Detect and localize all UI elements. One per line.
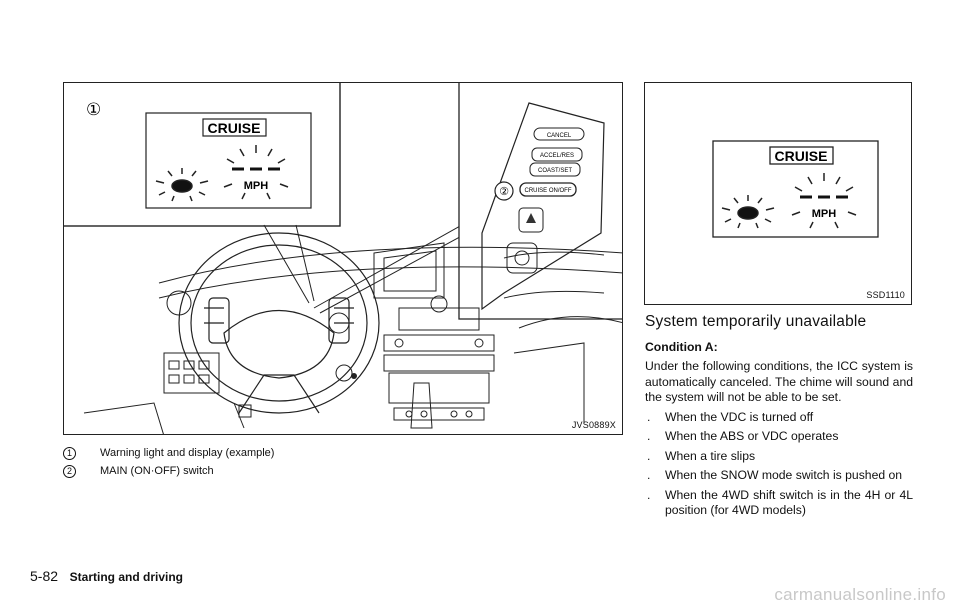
right-column-text: System temporarily unavailable Condition…: [645, 314, 913, 519]
legend-text: Warning light and display (example): [100, 447, 275, 459]
callout-2-label: ②: [499, 186, 509, 198]
cruise-car-icon: [155, 168, 209, 202]
dashboard-drawing: ① CRUISE: [64, 83, 622, 434]
figure-code-left: JVS0889X: [571, 420, 616, 430]
legend-item: 2 MAIN (ON·OFF) switch: [63, 462, 623, 480]
bullet-text: When a tire slips: [665, 448, 756, 463]
section-title: System temporarily unavailable: [645, 313, 867, 330]
button-icon: [514, 250, 530, 266]
legend-number: 2: [63, 464, 76, 478]
bullet-text: When the VDC is turned off: [665, 409, 814, 424]
lane-icon: [526, 213, 536, 223]
legend-number: 1: [63, 446, 76, 460]
condition-heading: Condition A:: [645, 339, 718, 354]
switch-main-label: CRUISE ON/OFF: [524, 188, 571, 194]
main-switch-shape: [519, 182, 577, 197]
cruise-display-drawing: CRUISE MPH: [712, 140, 879, 238]
figure-legend: 1 Warning light and display (example) 2 …: [63, 444, 623, 480]
list-item: .When the VDC is turned off: [647, 409, 814, 424]
list-item: .When the ABS or VDC operates: [647, 429, 839, 443]
intro-paragraph: Under the following conditions, the ICC …: [645, 359, 913, 404]
cruise-car-icon-right: [721, 195, 775, 229]
bullet-text: When the SNOW mode switch is pushed on: [665, 468, 903, 482]
watermark: carmanualsonline.info: [774, 585, 946, 604]
page-number: 5-82: [30, 568, 59, 584]
figure-cruise-display: CRUISE MPH: [644, 82, 912, 305]
switch-cancel-label: CANCEL: [547, 133, 572, 139]
inset-mph-label: MPH: [244, 180, 269, 192]
figure-dashboard-illustration: ① CRUISE: [63, 82, 623, 435]
bullet-text: When the 4WD shift switch is in the 4H o…: [665, 487, 913, 518]
legend-item: 1 Warning light and display (example): [63, 444, 623, 462]
chapter-title: Starting and driving: [69, 570, 183, 584]
callout-2-circle: [494, 181, 514, 201]
figure-code-right: SSD1110: [866, 290, 905, 300]
list-item: .When the SNOW mode switch is pushed on: [647, 468, 903, 482]
list-item: .When the 4WD shift switch is in the 4H …: [647, 487, 913, 518]
switch-accel-label: ACCEL/RES: [540, 153, 574, 159]
switch-coast-label: COAST/SET: [538, 168, 572, 174]
steering-wheel-drawing: [178, 232, 380, 414]
inset-cruise-label: CRUISE: [208, 120, 261, 136]
display-mph-label: MPH: [812, 208, 837, 220]
page-footer: 5-82 Starting and driving: [30, 568, 183, 584]
list-item: .When a tire slips: [647, 448, 756, 463]
dashboard-drawing-lines: [83, 242, 622, 434]
legend-text: MAIN (ON·OFF) switch: [100, 465, 214, 477]
callout-1-label: ①: [86, 100, 101, 119]
bullet-text: When the ABS or VDC operates: [665, 429, 839, 443]
speed-rays-icon-right: [791, 173, 857, 229]
speed-rays-icon: [223, 145, 289, 200]
display-cruise-label: CRUISE: [775, 148, 828, 164]
